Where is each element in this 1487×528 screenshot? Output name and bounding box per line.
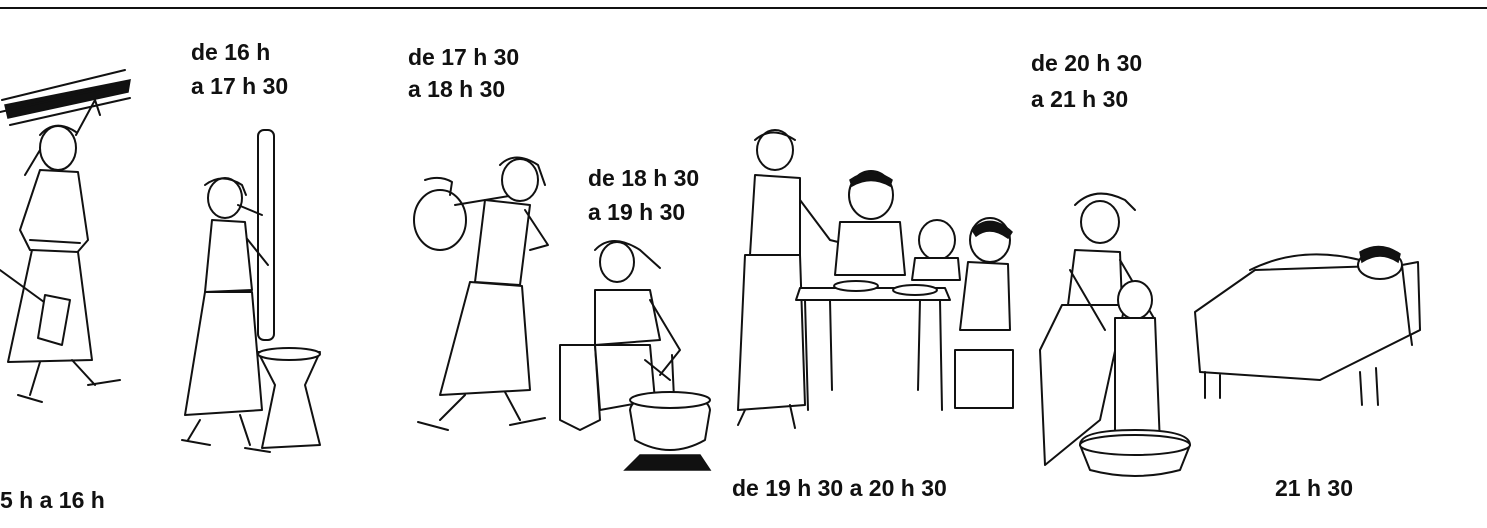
time-label-21h30: 21 h 30	[1275, 475, 1353, 501]
time-label-18h30-line1: de 18 h 30	[588, 165, 700, 191]
time-label-16h-line2: a 17 h 30	[191, 73, 289, 99]
woman-cooking-pot-figure	[559, 240, 712, 471]
time-label-17h30-line1: de 17 h 30	[408, 44, 520, 70]
woman-carrying-firewood-figure	[0, 69, 131, 403]
time-label-20h30-line2: a 21 h 30	[1031, 86, 1129, 112]
time-label-18h30-line2: a 19 h 30	[588, 199, 686, 225]
woman-carrying-water-jar-figure	[413, 156, 549, 431]
time-label-20h30-line1: de 20 h 30	[1031, 50, 1143, 76]
time-label-19h30-20h30: de 19 h 30 a 20 h 30	[732, 475, 947, 501]
time-label-17h30-line2: a 18 h 30	[408, 76, 506, 102]
woman-bathing-child-figure	[1039, 192, 1191, 477]
family-meal-table-figure	[737, 129, 1014, 429]
time-label-5h-16h: 5 h a 16 h	[0, 487, 105, 513]
woman-pounding-mortar-figure	[181, 129, 321, 453]
time-label-16h-line1: de 16 h	[191, 39, 271, 65]
top-border-line	[0, 7, 1487, 9]
bed-sleeping-figure	[1194, 245, 1421, 406]
